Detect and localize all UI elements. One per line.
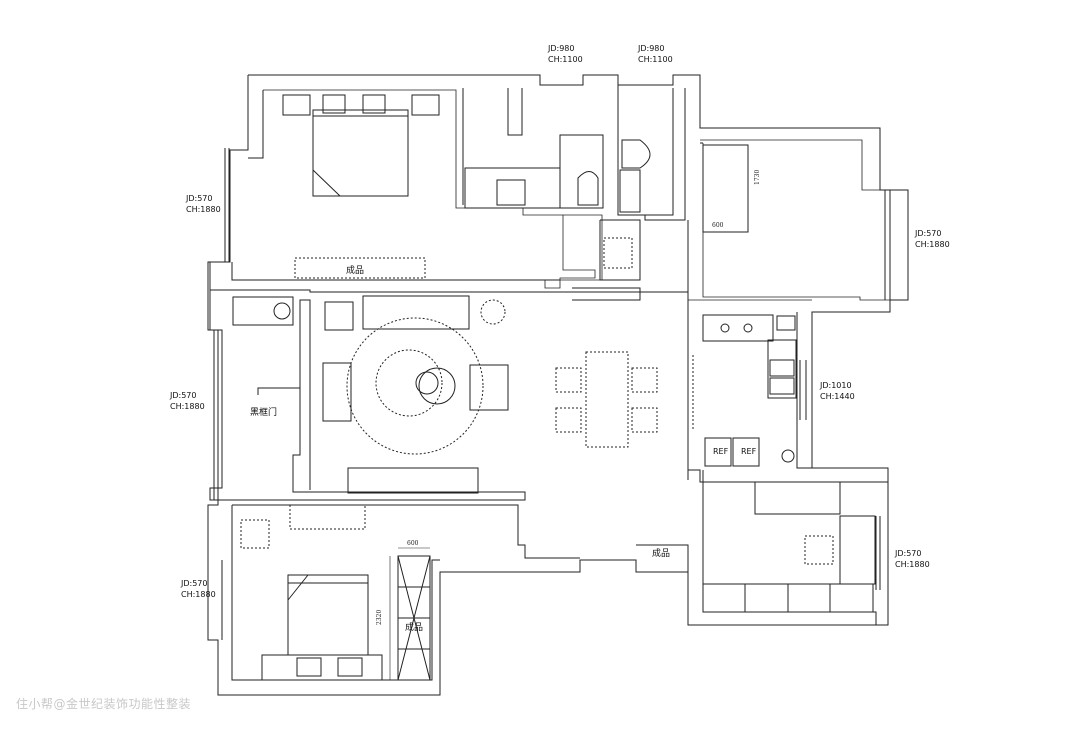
fridge-label-1: REF <box>713 447 729 456</box>
ch-value: CH:1100 <box>638 55 673 64</box>
interior-walls <box>209 85 888 681</box>
dimension-east-height: 1730 <box>754 169 761 185</box>
jd-value: JD:570 <box>895 549 922 558</box>
ch-value: CH:1100 <box>548 55 583 64</box>
ch-value: CH:1880 <box>181 590 216 599</box>
jd-value: JD:570 <box>170 391 197 400</box>
south-east-bedroom <box>702 481 881 613</box>
opening-label-study: JD:570 CH:1880 <box>170 390 205 412</box>
dimension-lines <box>389 145 749 680</box>
jd-value: JD:570 <box>186 194 213 203</box>
opening-label-east-bed: JD:570 CH:1880 <box>915 228 950 250</box>
dimension-wardrobe-width: 600 <box>407 540 419 547</box>
jd-value: JD:570 <box>181 579 208 588</box>
kitchen <box>692 314 807 467</box>
opening-label-kitchen: JD:1010 CH:1440 <box>820 380 855 402</box>
dimension-wardrobe-height: 2320 <box>376 609 383 625</box>
ch-value: CH:1880 <box>895 560 930 569</box>
ch-value: CH:1880 <box>915 240 950 249</box>
bath-fixtures <box>464 134 651 269</box>
ch-value: CH:1880 <box>170 402 205 411</box>
opening-label-master-bed: JD:570 CH:1880 <box>186 193 221 215</box>
opening-label-top-right: JD:980 CH:1100 <box>638 43 673 65</box>
study <box>213 296 300 500</box>
ch-value: CH:1440 <box>820 392 855 401</box>
living-room <box>322 295 658 494</box>
dimension-east-depth: 600 <box>712 222 724 229</box>
prefab-label-wardrobe: 成品 <box>405 623 424 633</box>
fridge-label-2: REF <box>741 447 757 456</box>
opening-label-south-east: JD:570 CH:1880 <box>895 548 930 570</box>
jd-value: JD:980 <box>548 44 575 53</box>
jd-value: JD:570 <box>915 229 942 238</box>
opening-label-south-west: JD:570 CH:1880 <box>181 578 216 600</box>
prefab-label-hall: 成品 <box>652 549 671 559</box>
jd-value: JD:980 <box>638 44 665 53</box>
south-west-bedroom <box>221 504 431 681</box>
jd-value: JD:1010 <box>820 381 852 390</box>
watermark: 住小帮@金世纪装饰功能性整装 <box>16 697 192 711</box>
ch-value: CH:1880 <box>186 205 221 214</box>
master-bed <box>224 94 440 279</box>
opening-label-top-left: JD:980 CH:1100 <box>548 43 583 65</box>
blackboard-door-label: 黑框门 <box>250 408 278 418</box>
prefab-label-master: 成品 <box>346 266 365 276</box>
